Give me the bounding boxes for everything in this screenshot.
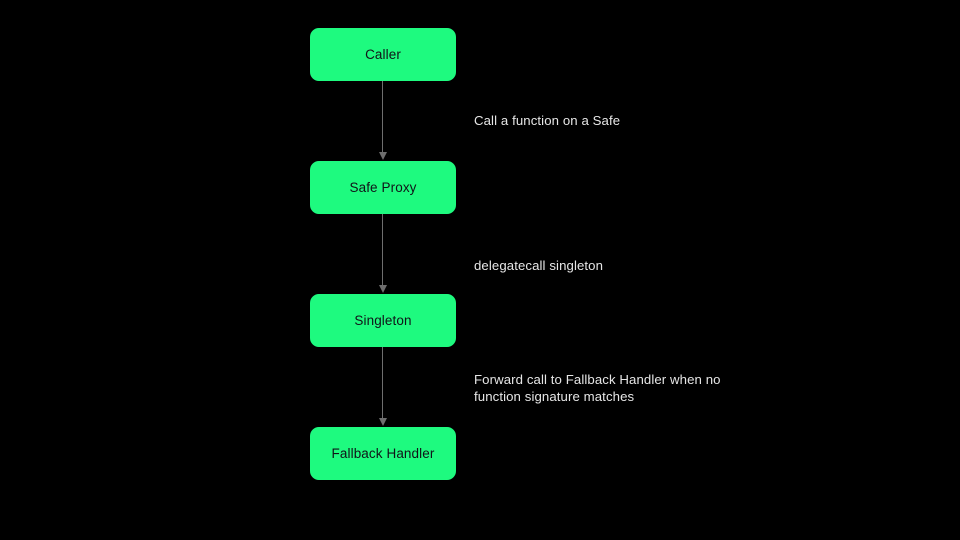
node-singleton[interactable]: Singleton — [310, 294, 456, 347]
node-safe-proxy-label: Safe Proxy — [349, 179, 417, 195]
node-caller-label: Caller — [365, 46, 401, 62]
edge-label-singleton-to-fallback: Forward call to Fallback Handler when no… — [474, 372, 721, 404]
edge-label-caller-to-proxy: Call a function on a Safe — [474, 113, 621, 128]
arrowhead-icon — [378, 418, 387, 426]
edge-label-proxy-to-singleton: delegatecall singleton — [474, 258, 604, 273]
arrowhead-icon — [378, 285, 387, 293]
arrowhead-icon — [378, 152, 387, 160]
node-safe-proxy[interactable]: Safe Proxy — [310, 161, 456, 214]
edge-proxy-to-singleton — [378, 214, 387, 293]
node-caller[interactable]: Caller — [310, 28, 456, 81]
node-fallback-handler-label: Fallback Handler — [331, 445, 435, 461]
node-fallback-handler[interactable]: Fallback Handler — [310, 427, 456, 480]
edge-singleton-to-fallback — [378, 347, 387, 426]
node-singleton-label: Singleton — [354, 312, 412, 328]
edge-caller-to-proxy — [378, 81, 387, 160]
